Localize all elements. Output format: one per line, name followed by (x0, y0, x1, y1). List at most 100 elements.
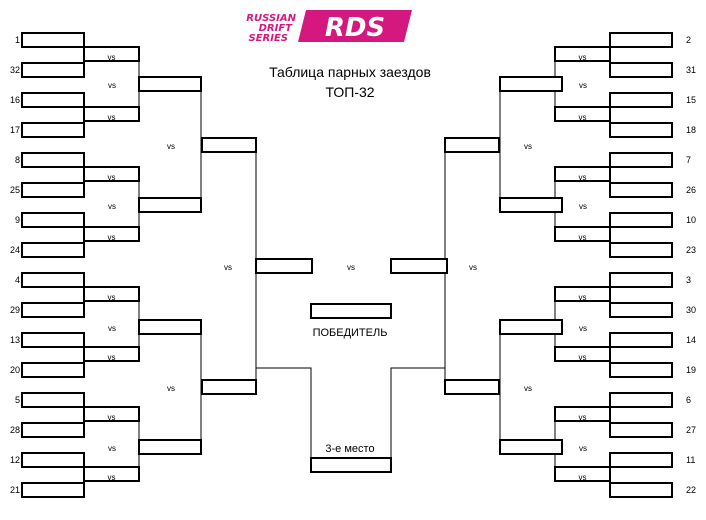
left-seed-8: 24 (10, 245, 20, 255)
left-r2-slot-5[interactable] (83, 286, 140, 302)
right-r2-slot-5[interactable] (554, 286, 611, 302)
left-r2-vs-8: vs (108, 473, 116, 482)
left-r4-slot-1[interactable] (201, 137, 257, 153)
left-seed-12: 20 (10, 365, 20, 375)
left-r2-slot-2[interactable] (83, 106, 140, 122)
left-r4-vs-2: vs (167, 384, 175, 393)
left-r2-slot-6[interactable] (83, 346, 140, 362)
left-r1-slot-9[interactable] (21, 272, 85, 288)
left-r2-slot-4[interactable] (83, 226, 140, 242)
left-r2-vs-2: vs (108, 113, 116, 122)
left-r2-vs-4: vs (108, 233, 116, 242)
left-r1-slot-8[interactable] (21, 242, 85, 258)
right-r1-slot-9[interactable] (609, 272, 673, 288)
left-r3-slot-1[interactable] (138, 76, 202, 92)
left-r1-slot-15[interactable] (21, 452, 85, 468)
left-r1-slot-7[interactable] (21, 212, 85, 228)
right-r1-slot-13[interactable] (609, 392, 673, 408)
left-r1-slot-4[interactable] (21, 122, 85, 138)
left-r1-slot-3[interactable] (21, 92, 85, 108)
right-r1-slot-6[interactable] (609, 182, 673, 198)
right-seed-10: 30 (686, 305, 696, 315)
right-r3-vs-1: vs (579, 81, 587, 90)
right-seed-7: 10 (686, 215, 696, 225)
left-r3-vs-3: vs (108, 324, 116, 333)
right-r4-slot-2[interactable] (444, 379, 500, 395)
left-r4-vs-1: vs (167, 142, 175, 151)
right-r2-vs-1: vs (579, 53, 587, 62)
right-r1-slot-3[interactable] (609, 92, 673, 108)
left-r1-slot-14[interactable] (21, 422, 85, 438)
winner-label: ПОБЕДИТЕЛЬ (313, 327, 388, 339)
left-r1-slot-6[interactable] (21, 182, 85, 198)
logo-line-drift: DRIFT (259, 23, 294, 34)
right-r2-slot-2[interactable] (554, 106, 611, 122)
left-r1-slot-12[interactable] (21, 362, 85, 378)
left-r4-slot-2[interactable] (201, 379, 257, 395)
logo-line-series: SERIES (249, 33, 289, 44)
left-r1-slot-13[interactable] (21, 392, 85, 408)
right-r1-slot-7[interactable] (609, 212, 673, 228)
left-seed-6: 25 (10, 185, 20, 195)
left-r2-slot-1[interactable] (83, 46, 140, 62)
right-r4-vs-1: vs (524, 142, 532, 151)
left-r2-vs-5: vs (108, 293, 116, 302)
third-place-label: 3-е место (325, 443, 374, 455)
right-r1-slot-16[interactable] (609, 482, 673, 498)
right-seed-12: 19 (686, 365, 696, 375)
left-r3-slot-3[interactable] (138, 319, 202, 335)
left-r2-slot-7[interactable] (83, 406, 140, 422)
right-seed-5: 7 (686, 155, 691, 165)
left-r2-slot-3[interactable] (83, 166, 140, 182)
right-r1-slot-1[interactable] (609, 32, 673, 48)
right-r2-slot-7[interactable] (554, 406, 611, 422)
right-r2-vs-2: vs (579, 113, 587, 122)
left-r1-slot-5[interactable] (21, 152, 85, 168)
left-seed-11: 13 (10, 335, 20, 345)
left-r3-slot-4[interactable] (138, 439, 202, 455)
right-r3-slot-2[interactable] (499, 197, 563, 213)
right-r3-vs-2: vs (579, 202, 587, 211)
left-r1-slot-16[interactable] (21, 482, 85, 498)
right-r1-slot-12[interactable] (609, 362, 673, 378)
left-final-slot[interactable] (255, 258, 313, 274)
right-r2-slot-3[interactable] (554, 166, 611, 182)
right-r2-slot-8[interactable] (554, 466, 611, 482)
right-r1-slot-2[interactable] (609, 62, 673, 78)
right-r3-slot-3[interactable] (499, 319, 563, 335)
right-r4-slot-1[interactable] (444, 137, 500, 153)
right-r1-slot-8[interactable] (609, 242, 673, 258)
right-seed-2: 31 (686, 65, 696, 75)
right-r2-slot-4[interactable] (554, 226, 611, 242)
right-r2-slot-6[interactable] (554, 346, 611, 362)
right-r1-slot-11[interactable] (609, 332, 673, 348)
right-r1-slot-4[interactable] (609, 122, 673, 138)
right-r3-slot-1[interactable] (499, 76, 563, 92)
left-third-connector (256, 367, 312, 458)
logo-badge (298, 10, 412, 42)
right-r1-slot-14[interactable] (609, 422, 673, 438)
left-seed-15: 12 (10, 455, 20, 465)
left-r2-vs-7: vs (108, 413, 116, 422)
right-r1-slot-10[interactable] (609, 302, 673, 318)
right-r1-slot-15[interactable] (609, 452, 673, 468)
right-r3-slot-4[interactable] (499, 439, 563, 455)
third-place-slot[interactable] (310, 457, 392, 473)
right-r2-slot-1[interactable] (554, 46, 611, 62)
left-r1-slot-11[interactable] (21, 332, 85, 348)
left-r2-slot-8[interactable] (83, 466, 140, 482)
left-r3-slot-2[interactable] (138, 197, 202, 213)
right-seed-8: 23 (686, 245, 696, 255)
right-r1-slot-5[interactable] (609, 152, 673, 168)
left-seed-9: 4 (15, 275, 20, 285)
winner-slot[interactable] (310, 303, 392, 319)
left-seed-3: 16 (10, 95, 20, 105)
left-r1-slot-1[interactable] (21, 32, 85, 48)
right-r2-vs-3: vs (579, 173, 587, 182)
page-subtitle: ТОП-32 (325, 84, 374, 100)
left-r1-slot-2[interactable] (21, 62, 85, 78)
right-seed-14: 27 (686, 425, 696, 435)
right-final-slot[interactable] (390, 258, 448, 274)
left-r1-slot-10[interactable] (21, 302, 85, 318)
